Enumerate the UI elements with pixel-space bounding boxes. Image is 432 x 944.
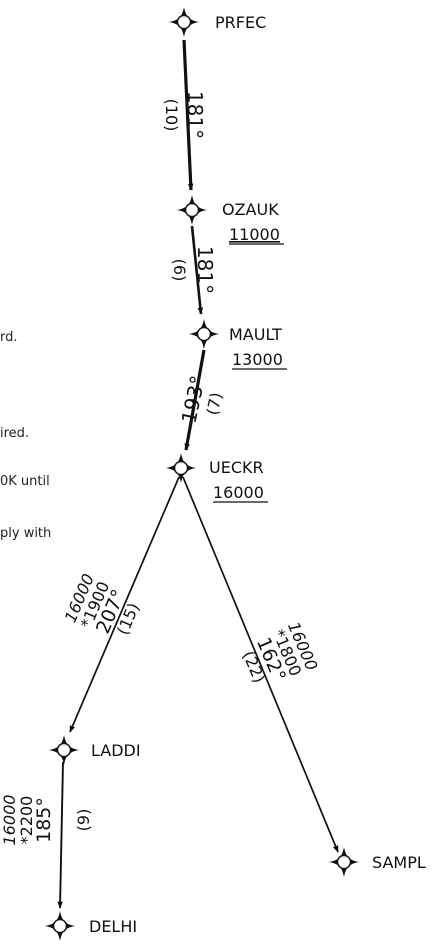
leg-ozauk-mault xyxy=(190,225,204,315)
leg-label-ozauk-mault: 181° (6) xyxy=(170,246,217,294)
waypoint-sampl: SAMPL xyxy=(328,846,426,878)
waypoint-delhi: DELHI xyxy=(44,910,137,942)
leg-label-ueckr-sampl: 16000 *1800 162° (22) xyxy=(239,619,322,686)
leg-course: 185° xyxy=(33,797,55,843)
leg-label-mault-ueckr: 193° (7) xyxy=(177,373,226,425)
leg-laddi-delhi xyxy=(57,761,64,909)
leg-prfec-ozauk xyxy=(182,39,194,191)
fix-icon xyxy=(328,846,360,878)
leg-mault-ueckr xyxy=(184,349,206,451)
leg-ueckr-laddi xyxy=(69,476,180,733)
leg-course: 181° xyxy=(183,91,207,139)
fix-icon xyxy=(168,6,200,38)
side-note-3: 0K until xyxy=(0,474,50,489)
waypoint-name: SAMPL xyxy=(372,853,426,872)
waypoint-name: DELHI xyxy=(89,917,137,936)
waypoint-name: LADDI xyxy=(91,741,141,760)
waypoint-name: PRFEC xyxy=(215,13,266,32)
waypoint-mault: MAULT 13000 xyxy=(188,318,287,370)
leg-label-prfec-ozauk: 181° (10) xyxy=(162,91,207,139)
leg-moca: *2200 xyxy=(17,796,36,845)
waypoint-ozauk: OZAUK 11000 xyxy=(176,194,284,245)
leg-distance: (7) xyxy=(203,391,226,417)
leg-distance: (9) xyxy=(74,809,93,832)
waypoint-laddi: LADDI xyxy=(48,734,141,766)
waypoint-altitude: 11000 xyxy=(229,225,280,244)
waypoint-ueckr: UECKR 16000 xyxy=(165,452,268,503)
waypoint-name: OZAUK xyxy=(222,200,279,219)
fix-icon xyxy=(48,734,80,766)
leg-distance: (10) xyxy=(162,99,181,132)
side-note-4: ply with xyxy=(0,526,51,541)
fix-icon xyxy=(44,910,76,942)
waypoint-altitude: 16000 xyxy=(213,483,264,502)
fix-icon xyxy=(165,452,197,484)
side-notes: rd. ired. 0K until ply with xyxy=(0,330,51,541)
fix-icon xyxy=(176,194,208,226)
waypoint-name: MAULT xyxy=(229,325,282,344)
waypoint-name: UECKR xyxy=(209,458,264,477)
waypoint-prfec: PRFEC xyxy=(168,6,266,38)
leg-distance: (6) xyxy=(170,259,189,282)
leg-ueckr-sampl xyxy=(182,476,339,853)
leg-mea: 16000 xyxy=(0,795,19,846)
leg-course: 181° xyxy=(193,246,217,294)
waypoint-altitude: 13000 xyxy=(232,350,283,369)
side-note-2: ired. xyxy=(0,426,29,441)
leg-label-laddi-delhi: 16000 *2200 185° (9) xyxy=(0,795,93,846)
fix-icon xyxy=(188,318,220,350)
side-note-1: rd. xyxy=(0,330,18,345)
